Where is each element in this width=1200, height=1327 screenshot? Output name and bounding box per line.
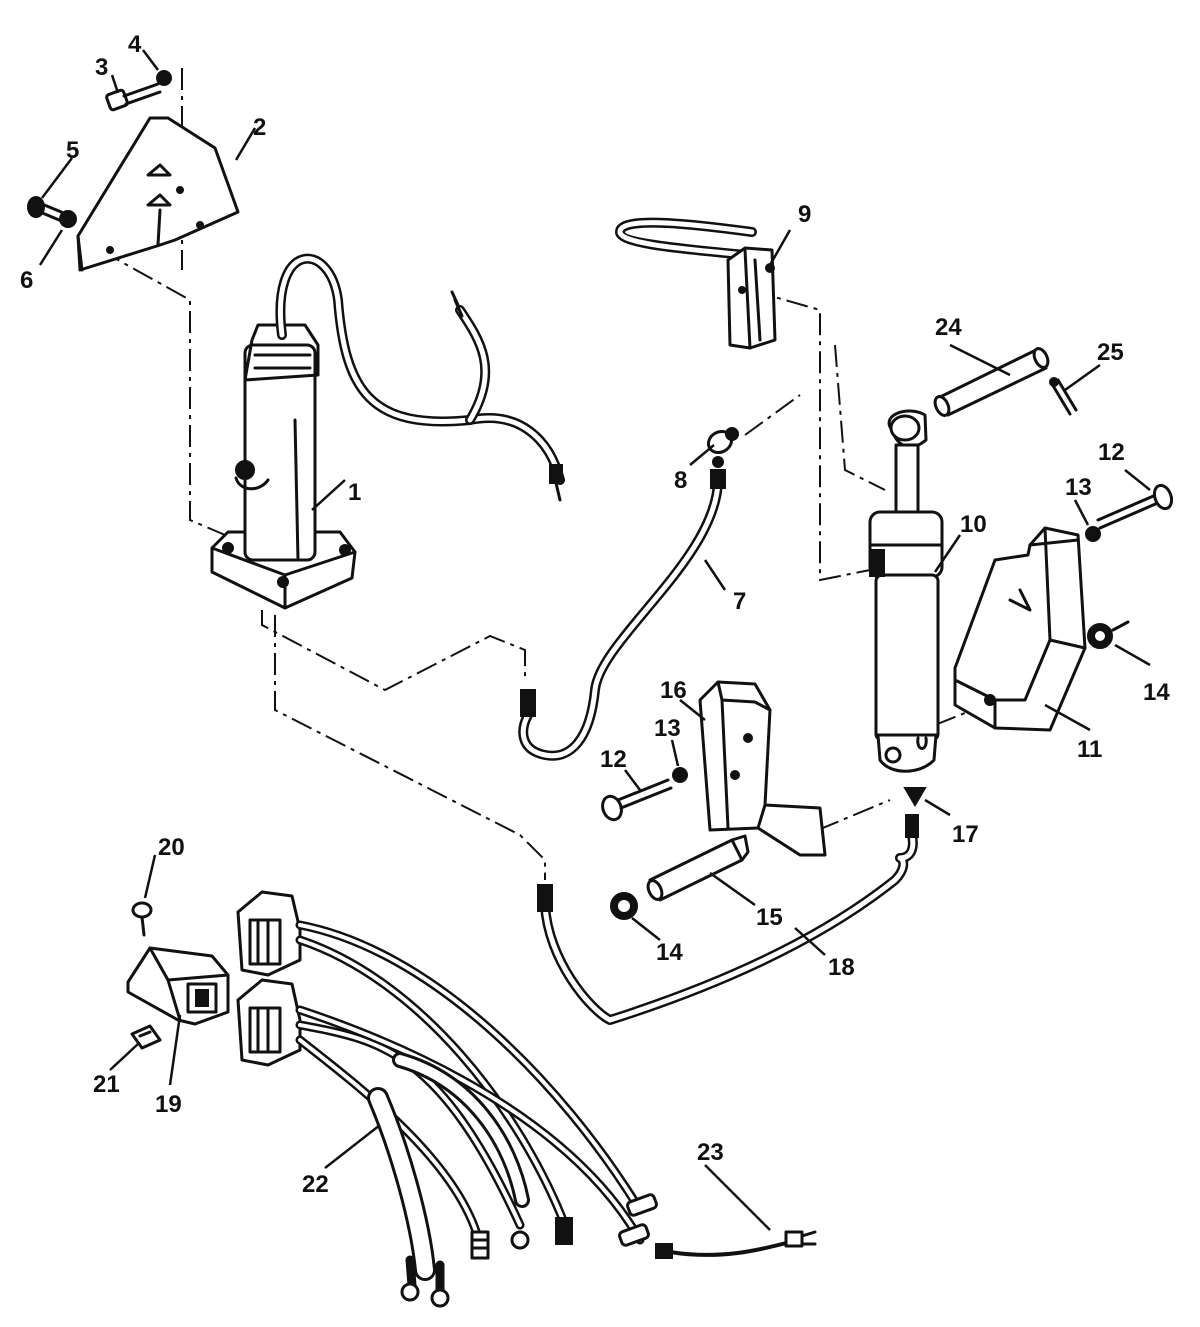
- callout-10: 10: [960, 511, 987, 538]
- nut-14-right-icon: [1087, 620, 1130, 649]
- callout-15: 15: [756, 904, 783, 931]
- motor-cable: [275, 253, 565, 502]
- callout-9: 9: [798, 201, 811, 228]
- callout-12-left: 12: [600, 746, 627, 773]
- callout-3: 3: [95, 54, 108, 81]
- screw-20-icon: [131, 901, 153, 937]
- mounting-plate: [76, 116, 240, 272]
- nut-14-left-icon: [610, 892, 638, 920]
- washer-4-icon: [156, 70, 172, 86]
- lead-wire: [655, 1230, 817, 1259]
- pump-motor-assembly: [210, 323, 357, 610]
- wiring-harness: [236, 890, 658, 1308]
- callout-6: 6: [20, 267, 33, 294]
- callout-24: 24: [935, 314, 962, 341]
- callout-12-right: 12: [1098, 439, 1125, 466]
- leader-lines: [38, 49, 1151, 1231]
- callout-18: 18: [828, 954, 855, 981]
- callout-13-right: 13: [1065, 474, 1092, 501]
- bolt-3-icon: [105, 82, 162, 112]
- bolt-12-left-icon: [601, 778, 673, 822]
- fitting-8-icon: [706, 427, 739, 468]
- lower-pivot-pin: [646, 834, 750, 902]
- callout-2: 2: [253, 114, 266, 141]
- washer-13-right-icon: [1085, 526, 1101, 542]
- relay: [126, 946, 230, 1026]
- callout-21: 21: [93, 1071, 120, 1098]
- callout-8: 8: [674, 467, 687, 494]
- callout-13-left: 13: [654, 715, 681, 742]
- terminal-21-icon: [130, 1024, 162, 1050]
- callout-17: 17: [952, 821, 979, 848]
- harness-connector-upper: [236, 890, 302, 977]
- washer-13-left-icon: [672, 767, 688, 783]
- harness-connector-lower: [236, 978, 302, 1067]
- callout-14-right: 14: [1143, 679, 1170, 706]
- callouts: 1 2 3 4 5 6 7 8 9 10 11 12 12 13 13 14 1…: [20, 31, 1170, 1198]
- washer-6-icon: [59, 210, 77, 228]
- bolt-12-right-icon: [1096, 483, 1174, 530]
- callout-19: 19: [155, 1091, 182, 1118]
- right-mount-bracket: [953, 526, 1087, 732]
- callout-4: 4: [128, 31, 142, 58]
- fitting-17-icon: [903, 787, 927, 807]
- hydraulic-hose-18: [537, 814, 919, 1025]
- callout-20: 20: [158, 834, 185, 861]
- callout-11: 11: [1077, 736, 1102, 763]
- hose-clip: [615, 217, 777, 350]
- callout-5: 5: [66, 137, 79, 164]
- assembly-lines: [99, 68, 986, 880]
- callout-1: 1: [348, 479, 361, 506]
- callout-25: 25: [1097, 339, 1124, 366]
- pivot-pin: [933, 347, 1050, 417]
- cotter-pin-icon: [1049, 377, 1078, 416]
- callout-14-left: 14: [656, 939, 683, 966]
- hydraulic-hose-7: [518, 469, 726, 761]
- callout-23: 23: [697, 1139, 724, 1166]
- callout-7: 7: [733, 588, 746, 615]
- callout-16: 16: [660, 677, 687, 704]
- callout-22: 22: [302, 1171, 329, 1198]
- trim-cylinder: [868, 409, 944, 773]
- left-mount-bracket: [698, 680, 827, 857]
